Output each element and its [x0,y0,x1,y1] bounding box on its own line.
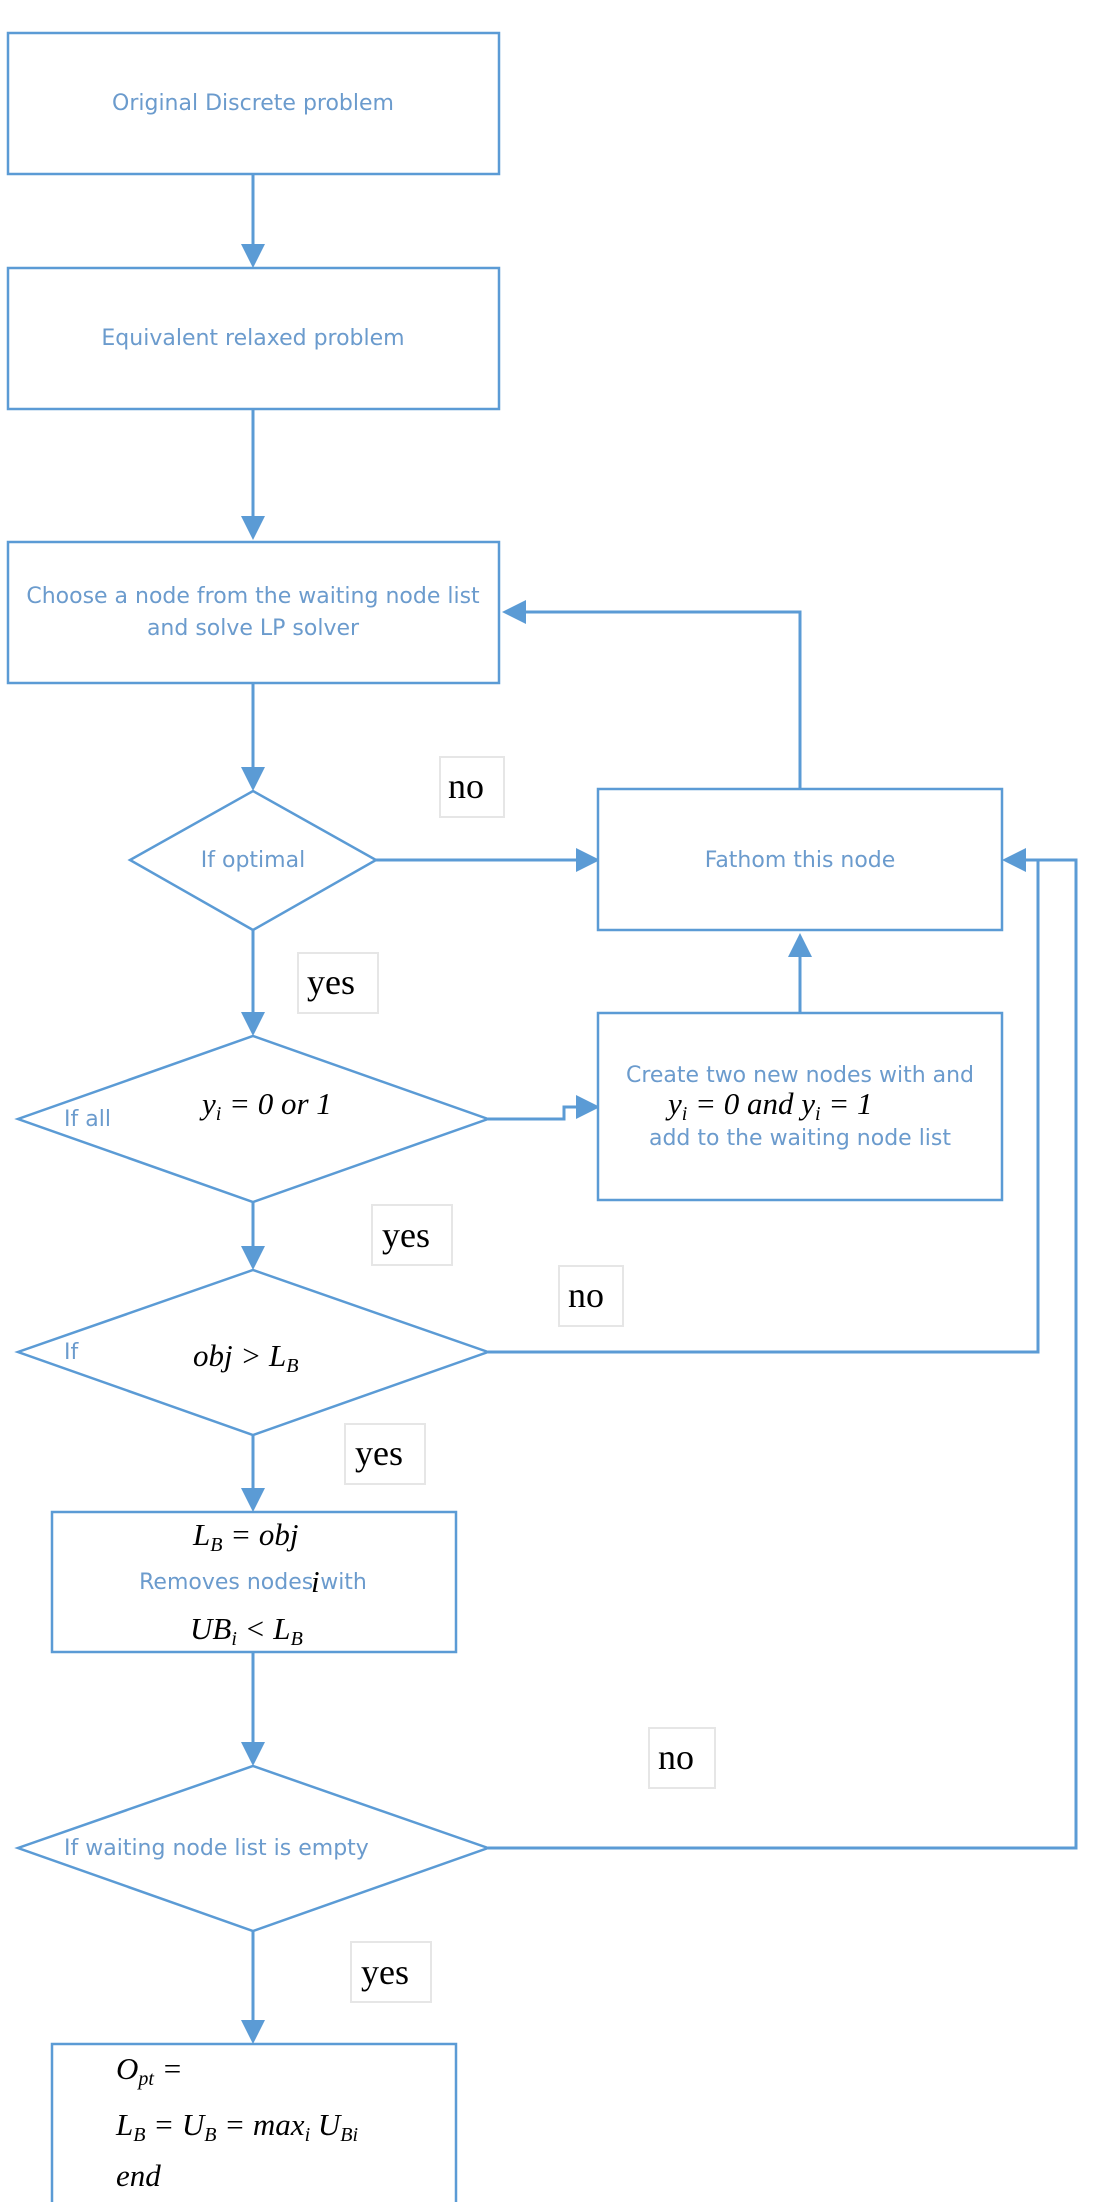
answer-no-optimal: no [439,756,505,818]
answer-no-empty: no [648,1727,716,1789]
decision-expression: yi = 0 or 1 [199,1086,332,1125]
arrow-fathom-to-choose [522,610,802,788]
arrowhead [576,848,600,872]
arrowhead [241,1488,265,1512]
answer-box [648,1727,716,1789]
process-box [50,1510,458,1654]
answer-label: no [658,1737,694,1777]
arrowhead [241,2020,265,2044]
answer-box [350,1941,432,2003]
decision-diamond [14,1034,492,1204]
arrowhead [241,1742,265,1766]
decision-obj: If obj > LB [14,1268,492,1437]
answer-box [344,1423,426,1485]
answer-box [371,1204,453,1266]
answer-box [297,952,379,1014]
answer-no-obj: no [558,1265,624,1327]
arrowhead [788,933,812,957]
answer-box [439,756,505,818]
arrowhead [241,1246,265,1270]
answer-yes-empty: yes [350,1941,432,2003]
arrowhead [241,1012,265,1036]
process-box [6,31,501,176]
arrowhead [502,600,526,624]
node-label-line1: Choose a node from the waiting node list [26,584,480,609]
node-relaxed-problem: Equivalent relaxed problem [6,266,501,411]
process-box [6,266,501,411]
node-expression: yi = 0 and yi = 1 [665,1086,873,1125]
decision-all-integer: If all yi = 0 or 1 [14,1034,492,1204]
arrowhead [1002,848,1026,872]
answer-label: yes [355,1433,403,1473]
decision-diamond [14,1268,492,1437]
decision-expression: obj > LB [193,1338,299,1377]
node-label-line1: Create two new nodes with and [626,1063,974,1088]
node-label-line2: and solve LP solver [147,616,360,641]
decision-empty: If waiting node list is empty [14,1764,492,1933]
arrow-all-to-create [488,1105,580,1121]
connectors [241,174,1078,2044]
node-original-problem: Original Discrete problem [6,31,501,176]
final-line-2: LB = UB = maxi UBi [115,2107,358,2146]
answer-label: yes [361,1952,409,1992]
decision-diamond [14,1764,492,1933]
node-expression-2: UBi < LB [190,1611,303,1650]
arrowhead [241,244,265,268]
decision-label: If waiting node list is empty [64,1836,369,1861]
node-label: Removes nodes with [139,1570,367,1595]
final-line-1: Opt = [116,2051,183,2090]
decision-label: If optimal [201,848,305,873]
arrowhead [241,516,265,540]
decision-diamond [127,789,379,932]
decision-optimal: If optimal [127,789,379,932]
answer-label: yes [382,1215,430,1255]
node-choose: Choose a node from the waiting node list… [6,540,501,685]
answer-yes-obj: yes [344,1423,426,1485]
node-fathom: Fathom this node [596,787,1004,932]
answer-label: no [568,1275,604,1315]
arrow-empty-no-to-fathom [488,858,1078,1850]
node-label-line3: add to the waiting node list [649,1126,951,1151]
node-label: Equivalent relaxed problem [101,326,404,351]
node-label: Original Discrete problem [112,91,394,116]
process-box [6,540,501,685]
arrowhead [576,1095,600,1119]
decision-label: If [64,1340,79,1365]
process-box [596,787,1004,932]
node-label: Fathom this node [705,848,896,873]
arrowhead [241,767,265,791]
answer-yes-optimal: yes [297,952,379,1014]
node-expression-1: LB = obj [192,1517,299,1556]
final-line-3: end [116,2158,161,2193]
node-update-bound: LB = obj Removes nodes with i UBi < LB [50,1510,458,1654]
answer-box [558,1265,624,1327]
answer-label: yes [307,962,355,1002]
process-box [50,2042,458,2202]
decision-label: If all [64,1107,111,1132]
answer-label: no [448,766,484,806]
node-overlap-symbol: i [311,1564,320,1599]
process-box [596,1011,1004,1202]
node-final: Opt = LB = UB = maxi UBi end [50,2042,458,2202]
node-create-nodes: Create two new nodes with and yi = 0 and… [596,1011,1004,1202]
answer-yes-all: yes [371,1204,453,1266]
